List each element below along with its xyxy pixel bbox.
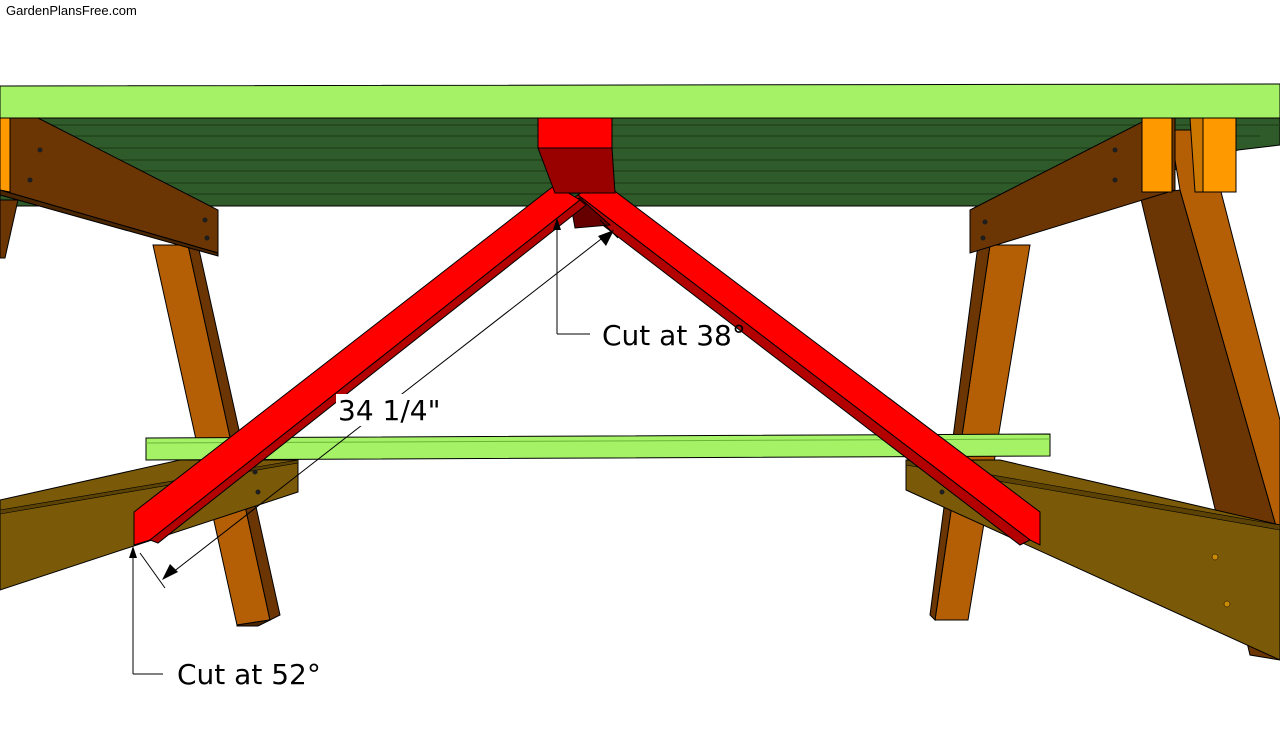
- left-brace: [133, 184, 587, 546]
- length-label: 34 1/4": [338, 394, 440, 427]
- left-apron: [0, 117, 219, 257]
- top-cut-label: Cut at 38°: [602, 319, 746, 352]
- right-front-leg: [929, 244, 1031, 622]
- center-cleat: [537, 117, 616, 194]
- length-label-bg: [336, 394, 440, 426]
- tabletop-board: [0, 83, 1280, 119]
- bottom-cut-label: Cut at 52°: [177, 658, 321, 691]
- right-brace: [569, 179, 1041, 546]
- watermark: GardenPlansFree.com: [6, 3, 137, 18]
- right-apron: [969, 117, 1237, 254]
- left-back-leg: [0, 199, 19, 259]
